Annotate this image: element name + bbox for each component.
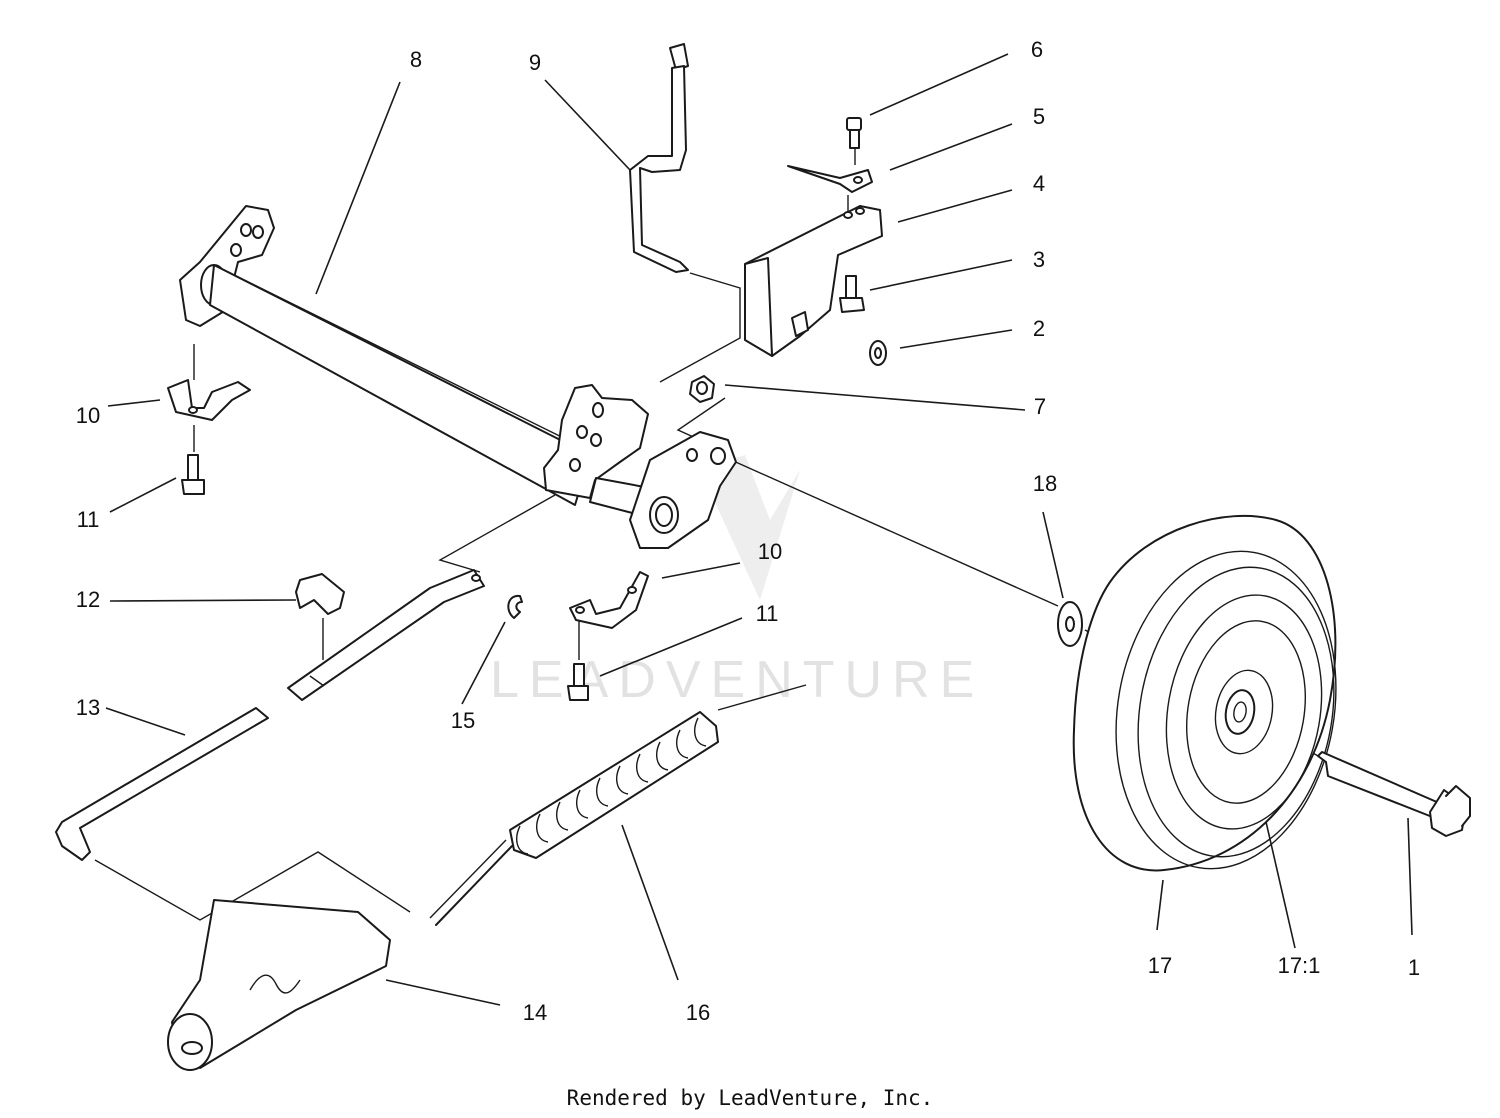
washer-part-18	[1057, 601, 1083, 647]
handle-part-14	[167, 899, 391, 1071]
callout-3: 3	[1033, 247, 1045, 272]
clip-bracket-part-10-left	[167, 379, 251, 421]
callout-10-left: 10	[76, 403, 100, 428]
callout-12: 12	[76, 587, 100, 612]
leader-lines	[105, 53, 1413, 1006]
callout-11-left: 11	[77, 507, 100, 532]
rod-part-13	[55, 707, 269, 861]
cap-part-12	[295, 573, 345, 615]
bolt-part-11-right	[567, 663, 589, 701]
callout-17: 17	[1148, 953, 1172, 978]
callouts: 6 5 4 3 2 7 8 9 10 11 12 13 14 15 16 10 …	[76, 37, 1420, 1025]
callout-2: 2	[1033, 316, 1045, 341]
axle-tube-part-8	[179, 205, 601, 506]
footer-credit: Rendered by LeadVenture, Inc.	[567, 1086, 934, 1110]
shoulder-bolt-part-1	[1317, 751, 1471, 837]
callout-13: 13	[76, 695, 100, 720]
washer-part-2	[869, 340, 887, 366]
callout-17-1: 17:1	[1278, 953, 1321, 978]
bolt-part-11-left	[181, 454, 205, 495]
callout-14: 14	[523, 1000, 547, 1025]
wheel-part-17	[1072, 514, 1337, 872]
bracket-part-4	[744, 205, 883, 357]
watermark: LEADVENTURE	[490, 455, 984, 709]
axle-end-plate	[629, 431, 737, 549]
watermark-text: LEADVENTURE	[490, 651, 984, 709]
bolt-part-3	[839, 275, 865, 313]
callout-10-right: 10	[758, 539, 782, 564]
lever-arm	[287, 569, 485, 701]
clip-part-15	[507, 594, 523, 619]
callout-9: 9	[529, 50, 541, 75]
bent-rod-part-9	[629, 43, 689, 273]
callout-8: 8	[410, 47, 422, 72]
bolt-part-6	[846, 117, 862, 149]
callout-11-right: 11	[756, 601, 779, 626]
callout-6: 6	[1031, 37, 1043, 62]
clip-bracket-part-10-right	[569, 571, 649, 629]
callout-7: 7	[1034, 394, 1046, 419]
callout-18: 18	[1033, 471, 1057, 496]
callout-16: 16	[686, 1000, 710, 1025]
callout-4: 4	[1033, 171, 1045, 196]
clip-part-5	[787, 165, 873, 193]
callout-1: 1	[1408, 955, 1420, 980]
callout-5: 5	[1033, 104, 1045, 129]
spring-part-16	[429, 711, 719, 926]
callout-15: 15	[451, 708, 475, 733]
nut-part-7	[689, 375, 715, 403]
